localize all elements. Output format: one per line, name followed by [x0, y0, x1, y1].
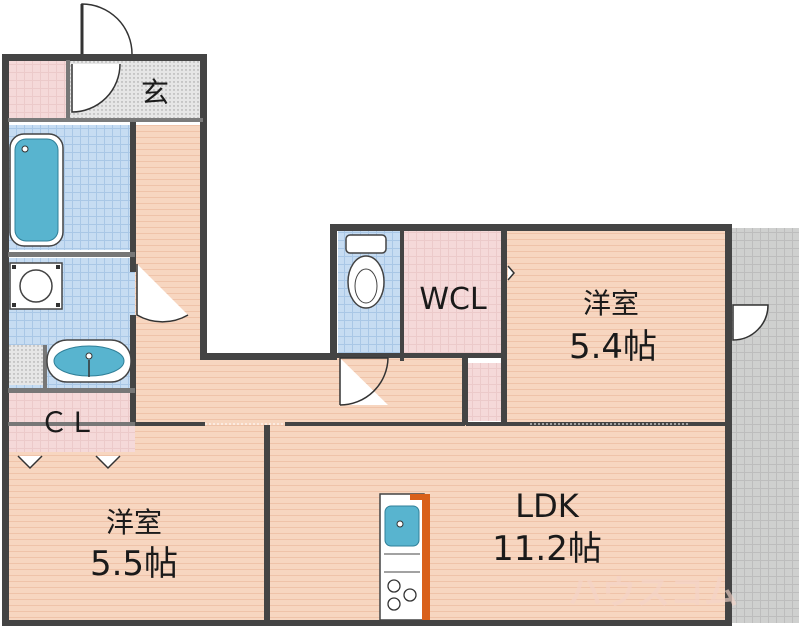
washroom-side-floor: [8, 345, 46, 385]
bedroom-east-size: 5.4帖: [569, 327, 657, 367]
toilet-tank-icon: [345, 234, 387, 254]
bedroom-east-name: 洋室: [583, 287, 639, 320]
ldk-size: 11.2帖: [492, 529, 602, 569]
closet-bifold-right: [95, 455, 121, 470]
ldk-name: LDK: [515, 487, 579, 525]
floors: [8, 60, 799, 623]
bedroom-west-size: 5.5帖: [90, 544, 178, 584]
washroom-door: [136, 264, 189, 323]
stove-icon: [387, 579, 417, 611]
shoe-closet-floor: [8, 60, 70, 118]
balcony-floor: [731, 228, 799, 623]
closet-bifold-left: [17, 455, 43, 470]
wcl-stub-floor: [468, 363, 504, 421]
entrance-door: [81, 3, 133, 55]
balcony-door: [732, 304, 769, 341]
watermark: ハウスコム: [568, 573, 738, 613]
corridor-floor: [135, 357, 465, 425]
toilet-door: [340, 358, 388, 405]
wcl-floor: [402, 231, 504, 353]
fixtures: [9, 133, 430, 621]
bedroom-west-floor: [8, 425, 268, 620]
bedroom-east-floor: [507, 231, 726, 425]
walls: [2, 54, 732, 626]
genkan-door: [71, 63, 121, 113]
ldk-floor: [268, 425, 726, 620]
bedroom-west-name: 洋室: [106, 506, 162, 539]
entrance-label: 玄: [141, 76, 169, 109]
wcl-door-arrow: [507, 265, 515, 281]
doors: [17, 3, 769, 470]
closet-label: ＣＬ: [40, 406, 96, 439]
wcl-label: WCL: [419, 282, 487, 317]
